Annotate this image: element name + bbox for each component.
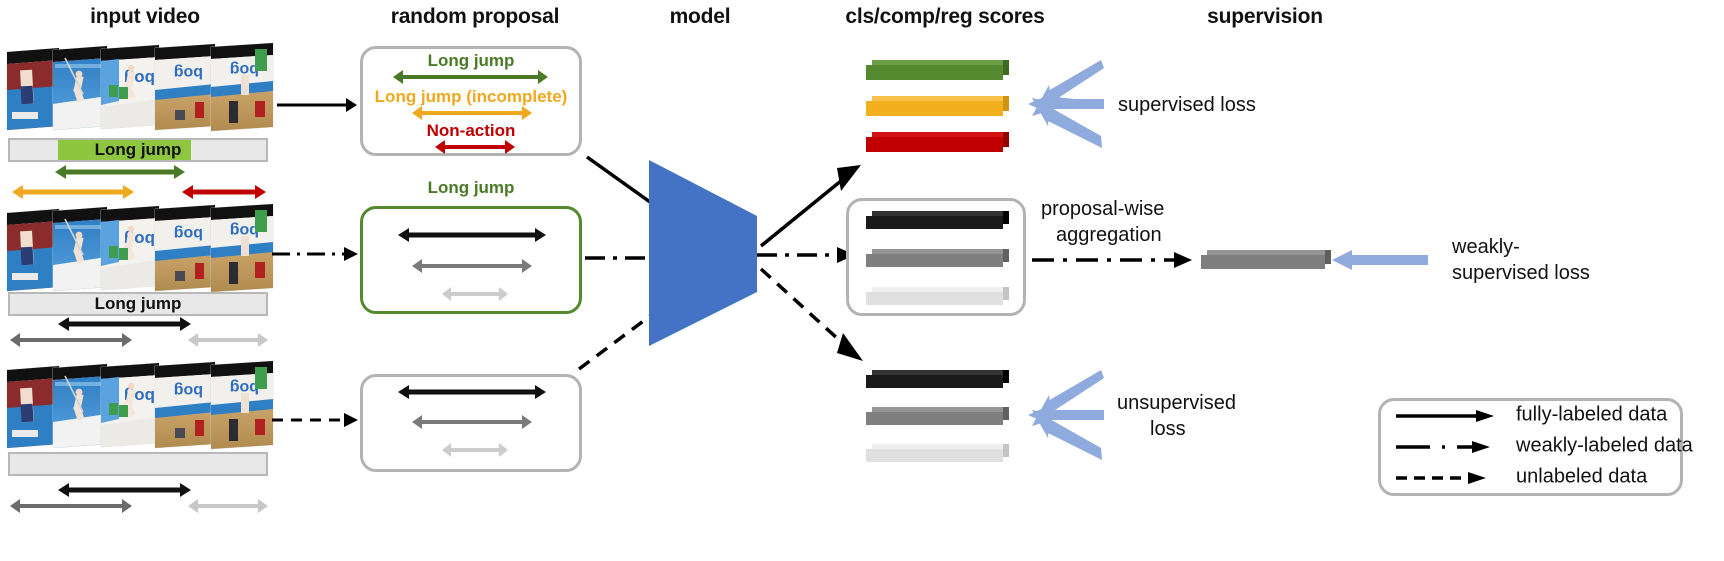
score-bar-reg-red: [866, 132, 1009, 152]
score-bar-unsup-black: [866, 370, 1009, 388]
proposal-label-non-action: Non-action: [426, 121, 516, 140]
filmstrip-frames-1: bog bog: [6, 42, 274, 132]
filmstrip-row-2: bog bog: [5, 203, 275, 295]
svg-text:bog: bog: [230, 222, 259, 239]
proposal-label-long-jump: Long jump: [427, 51, 515, 70]
supervised-loss-arrows: [1028, 60, 1104, 148]
aggregated-score-bar: [1201, 250, 1331, 269]
aggregation-label-line2: aggregation: [1056, 224, 1162, 246]
svg-text:bog: bog: [230, 61, 259, 78]
filmstrip-frames-3: bog bog: [6, 360, 274, 450]
legend-line-solid-icon: [1396, 410, 1494, 422]
timeline-bar-row-1: Long jump: [8, 138, 268, 162]
model-trapezoid[interactable]: [645, 160, 765, 350]
legend-label-fully-labeled: fully-labeled data: [1516, 403, 1668, 426]
score-bar-weak-black: [866, 211, 1009, 229]
legend-row-weakly-labeled: weakly-labeled data: [1388, 431, 1693, 461]
column-header-model: model: [669, 5, 731, 28]
legend-line-dashdot-icon: [1396, 441, 1490, 453]
connector-row2-to-proposal: [272, 247, 358, 261]
svg-text:bog: bog: [230, 379, 259, 396]
filmstrip-frames-2: bog bog: [6, 203, 274, 293]
legend-row-fully-labeled: fully-labeled data: [1388, 400, 1678, 430]
unsupervised-loss-line1: unsupervised: [1117, 392, 1236, 414]
connector-model-to-scores-supervised: [759, 165, 861, 248]
svg-text:bog: bog: [174, 225, 203, 242]
connector-aggregation: [1032, 252, 1192, 268]
column-header-input-video: input video: [90, 5, 200, 28]
unsupervised-loss-line2: loss: [1150, 418, 1186, 440]
column-header-supervision: supervision: [1207, 5, 1323, 28]
timeline-bar-row-2: Long jump: [8, 292, 268, 316]
legend-row-unlabeled: unlabeled data: [1388, 462, 1678, 492]
timeline-bar-row-3: [8, 452, 268, 476]
weakly-supervised-loss-arrow: [1332, 250, 1428, 270]
proposal-box-fully-labeled[interactable]: [360, 46, 582, 156]
legend-line-dashed-icon: [1396, 472, 1486, 484]
aggregation-label-line1: proposal-wise: [1041, 198, 1165, 220]
connector-row3-to-proposal: [272, 413, 358, 427]
score-bar-weak-midgray: [866, 249, 1009, 267]
score-bar-unsup-lightgray: [866, 444, 1009, 462]
weakly-supervised-loss-line2: supervised loss: [1452, 262, 1590, 284]
weakly-supervised-loss-line1: weakly-: [1452, 236, 1520, 258]
proposal-box-2-outside-label: Long jump: [427, 178, 515, 197]
unsupervised-loss-arrows: [1028, 370, 1104, 460]
column-header-random-proposal: random proposal: [390, 5, 560, 28]
score-bar-unsup-midgray: [866, 407, 1009, 425]
connector-model-to-scores-unsupervised: [759, 267, 863, 361]
column-header-scores: cls/comp/reg scores: [845, 5, 1045, 28]
svg-text:bog: bog: [174, 64, 203, 81]
filmstrip-row-1: bog bog: [5, 42, 275, 134]
score-bar-comp-orange: [866, 96, 1009, 116]
proposal-label-incomplete: Long jump (incomplete): [374, 87, 568, 106]
score-bar-cls-green: [866, 60, 1009, 80]
timeline-action-segment: [58, 140, 191, 160]
supervised-loss-label: supervised loss: [1118, 94, 1256, 116]
timeline-label-row-1: Long jump: [94, 140, 182, 159]
legend-label-unlabeled: unlabeled data: [1516, 465, 1648, 488]
filmstrip-row-3: bog bog: [5, 360, 275, 452]
timeline-label-row-2: Long jump: [94, 294, 182, 313]
legend-label-weakly-labeled: weakly-labeled data: [1516, 434, 1693, 457]
proposal-box-weakly-labeled[interactable]: [360, 206, 582, 314]
svg-text:bog: bog: [174, 382, 203, 399]
score-bar-weak-lightgray: [866, 287, 1009, 305]
